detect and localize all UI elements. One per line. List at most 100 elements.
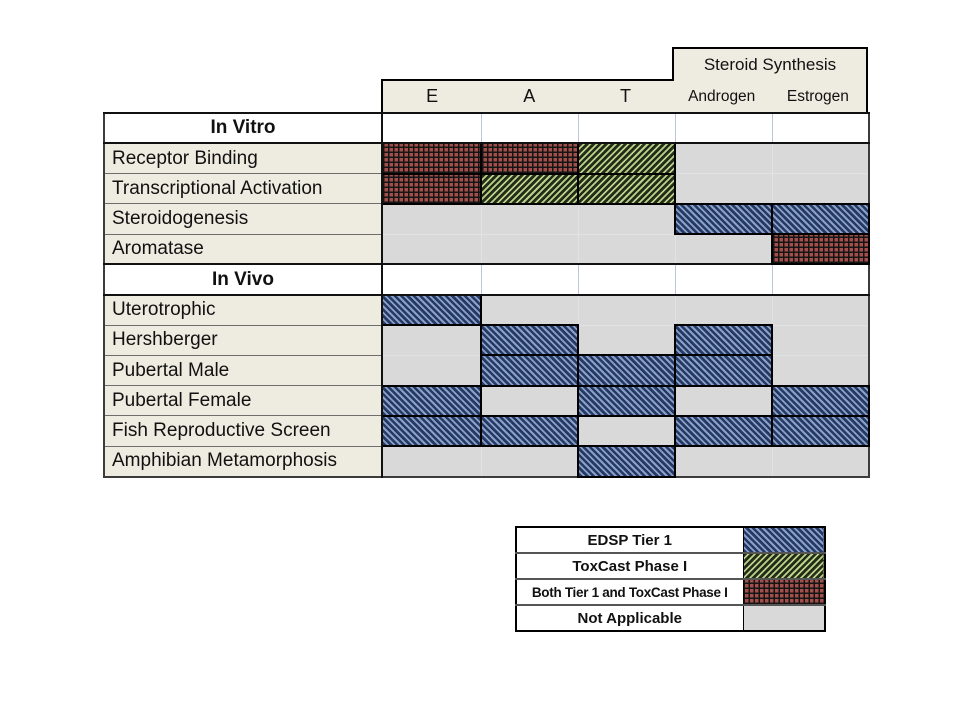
legend-label-both: Both Tier 1 and ToxCast Phase I — [516, 579, 744, 606]
cell-steroidogenesis-estrogen — [771, 202, 870, 236]
cell-uterotrophic-estrogen — [772, 294, 870, 326]
cell-hershberger-estrogen — [772, 325, 870, 356]
steroid-synthesis-group-header: Steroid Synthesis — [672, 47, 868, 81]
steroid-synthesis-label: Steroid Synthesis — [703, 55, 837, 74]
row-label-pubertal-male: Pubertal Male — [104, 355, 383, 387]
cell-hershberger-a — [480, 324, 579, 357]
row-label-transcriptional-activation: Transcriptional Activation — [104, 173, 383, 205]
matrix-row-aromatase: Aromatase — [104, 233, 870, 266]
cell-amphibian-metamorphosis-t — [577, 445, 676, 478]
cell-receptor-binding-estrogen — [772, 143, 870, 175]
cell-fish-reproductive-screen-androgen — [674, 414, 773, 448]
matrix-row-steroidogenesis: Steroidogenesis — [104, 202, 870, 236]
cell-pubertal-female-estrogen — [771, 384, 870, 417]
cell-pubertal-male-estrogen — [772, 355, 870, 387]
matrix-row-hershberger: Hershberger — [104, 324, 870, 357]
cell-transcriptional-activation-estrogen — [772, 173, 870, 205]
cell-transcriptional-activation-a — [480, 172, 579, 205]
legend-row-both: Both Tier 1 and ToxCast Phase I — [516, 579, 825, 606]
legend-swatch-na — [743, 605, 825, 631]
section-cell-a — [481, 263, 579, 296]
cell-steroidogenesis-a — [481, 203, 579, 235]
column-header-a: A — [523, 86, 536, 106]
cell-pubertal-female-a — [481, 385, 579, 417]
section-cell-estrogen — [772, 111, 870, 145]
cell-amphibian-metamorphosis-a — [481, 446, 579, 478]
cell-fish-reproductive-screen-a — [480, 414, 579, 448]
section-header-in-vitro: In Vitro — [104, 111, 383, 145]
cell-receptor-binding-androgen — [675, 143, 773, 175]
column-header-estrogen: Estrogen — [786, 87, 849, 105]
cell-pubertal-male-e — [382, 355, 482, 387]
row-label-amphibian-metamorphosis: Amphibian Metamorphosis — [104, 446, 383, 478]
cell-pubertal-female-androgen — [675, 385, 773, 417]
cell-receptor-binding-t — [577, 142, 676, 175]
section-row-in-vitro: In Vitro — [104, 111, 870, 145]
cell-steroidogenesis-e — [382, 203, 482, 235]
column-header-top-border — [381, 79, 674, 81]
cell-aromatase-a — [481, 234, 579, 265]
section-cell-t — [578, 111, 676, 145]
cell-steroidogenesis-androgen — [674, 202, 773, 236]
row-label-uterotrophic: Uterotrophic — [104, 294, 383, 326]
cell-hershberger-androgen — [674, 324, 773, 357]
cell-amphibian-metamorphosis-estrogen — [772, 446, 870, 478]
row-label-steroidogenesis: Steroidogenesis — [104, 203, 383, 235]
row-label-receptor-binding: Receptor Binding — [104, 143, 383, 175]
cell-aromatase-estrogen — [771, 233, 870, 266]
cell-amphibian-metamorphosis-androgen — [675, 446, 773, 478]
legend-swatch-both — [743, 579, 825, 606]
matrix-row-transcriptional-activation: Transcriptional Activation — [104, 172, 870, 205]
cell-fish-reproductive-screen-e — [381, 414, 482, 448]
section-cell-a — [481, 111, 579, 145]
legend-row-na: Not Applicable — [516, 605, 825, 631]
cell-uterotrophic-e — [381, 293, 482, 327]
cell-aromatase-e — [382, 234, 482, 265]
section-cell-androgen — [675, 263, 773, 296]
legend-row-toxcast: ToxCast Phase I — [516, 553, 825, 580]
matrix-row-receptor-binding: Receptor Binding — [104, 142, 870, 175]
row-label-pubertal-female: Pubertal Female — [104, 385, 383, 417]
cell-amphibian-metamorphosis-e — [382, 446, 482, 478]
cell-hershberger-e — [382, 325, 482, 356]
column-header-e: E — [426, 86, 439, 106]
cell-transcriptional-activation-androgen — [675, 173, 773, 205]
cell-aromatase-t — [578, 234, 676, 265]
section-cell-t — [578, 263, 676, 296]
row-label-aromatase: Aromatase — [104, 234, 383, 265]
cell-uterotrophic-t — [578, 294, 676, 326]
cell-pubertal-male-a — [480, 354, 579, 387]
legend-swatch-tier1 — [743, 527, 825, 554]
cell-pubertal-female-e — [381, 384, 482, 417]
cell-transcriptional-activation-t — [577, 172, 676, 205]
cell-uterotrophic-androgen — [675, 294, 773, 326]
matrix-row-uterotrophic: Uterotrophic — [104, 293, 870, 327]
column-header-androgen: Androgen — [688, 87, 756, 105]
row-label-hershberger: Hershberger — [104, 325, 383, 356]
legend-label-na: Not Applicable — [516, 605, 744, 631]
cell-steroidogenesis-t — [578, 203, 676, 235]
matrix-row-pubertal-male: Pubertal Male — [104, 354, 870, 387]
column-header-t: T — [619, 86, 631, 106]
section-cell-androgen — [675, 111, 773, 145]
row-label-fish-reproductive-screen: Fish Reproductive Screen — [104, 415, 383, 447]
cell-aromatase-androgen — [675, 234, 773, 265]
matrix-row-pubertal-female: Pubertal Female — [104, 384, 870, 417]
cell-receptor-binding-a — [480, 142, 579, 175]
cell-uterotrophic-a — [481, 294, 579, 326]
cell-pubertal-female-t — [577, 384, 676, 417]
cell-transcriptional-activation-e — [381, 172, 482, 205]
matrix-row-fish-reproductive-screen: Fish Reproductive Screen — [104, 414, 870, 448]
cell-fish-reproductive-screen-estrogen — [771, 414, 870, 448]
section-cell-e — [382, 111, 482, 145]
matrix-row-amphibian-metamorphosis: Amphibian Metamorphosis — [104, 445, 870, 478]
cell-receptor-binding-e — [381, 142, 482, 175]
section-cell-estrogen — [772, 263, 870, 296]
cell-pubertal-male-t — [577, 354, 676, 387]
cell-pubertal-male-androgen — [674, 354, 773, 387]
